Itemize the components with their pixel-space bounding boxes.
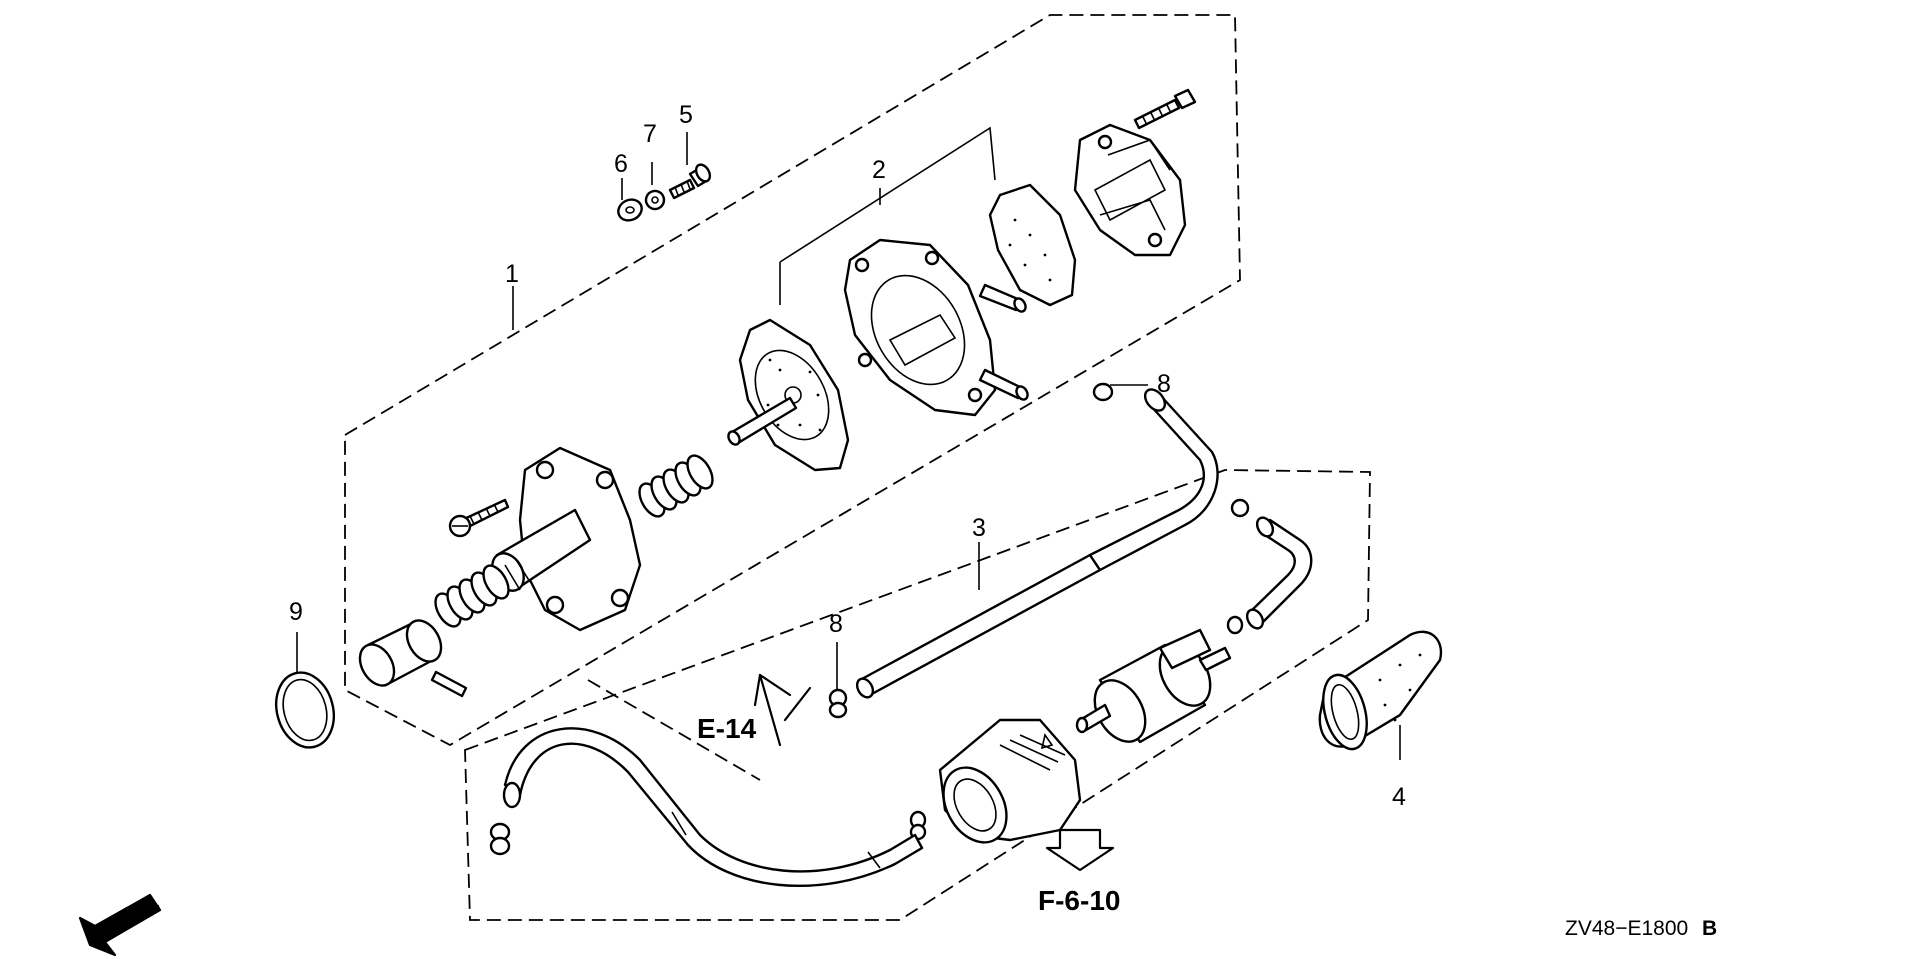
diagram-revision: B bbox=[1702, 917, 1717, 940]
pin bbox=[430, 670, 468, 698]
diaphragm-subassembly-boundary bbox=[779, 126, 996, 263]
gasket-plate bbox=[988, 183, 1077, 307]
callout-7: 7 bbox=[643, 120, 657, 148]
e14-arrow bbox=[753, 673, 812, 747]
diagram-code: ZV48−E1800 bbox=[1565, 917, 1688, 940]
callout-2: 2 bbox=[872, 156, 886, 184]
strainer-housing bbox=[938, 718, 1082, 844]
spring-lower bbox=[434, 564, 510, 628]
washer-7 bbox=[644, 189, 666, 211]
bolt-left bbox=[448, 498, 510, 538]
diaphragm bbox=[727, 318, 850, 472]
front-direction-arrow bbox=[78, 893, 162, 957]
assembly-boundaries bbox=[344, 14, 1371, 921]
plunger bbox=[358, 619, 443, 687]
fuel-hose bbox=[855, 388, 1219, 699]
leader-lines bbox=[296, 132, 1401, 760]
lower-hose bbox=[502, 727, 924, 887]
clips bbox=[489, 382, 1250, 856]
callout-5: 5 bbox=[679, 101, 693, 129]
reference-f610: F-6-10 bbox=[1038, 885, 1120, 916]
spring-upper bbox=[638, 454, 714, 518]
reference-e14: E-14 bbox=[697, 713, 757, 744]
callout-4: 4 bbox=[1392, 783, 1406, 811]
callout-3: 3 bbox=[972, 514, 986, 542]
washer-6 bbox=[617, 198, 643, 222]
pump-housing bbox=[843, 238, 1029, 417]
callout-9: 9 bbox=[289, 598, 303, 626]
e14-zone-boundary bbox=[587, 679, 761, 781]
f610-arrow bbox=[1045, 828, 1115, 872]
callout-1: 1 bbox=[505, 260, 519, 288]
callout-labels: 1 2 3 4 5 6 7 8 8 9 bbox=[289, 101, 1406, 811]
bolt-cover bbox=[1133, 88, 1197, 130]
fuel-line-boundary bbox=[464, 469, 1371, 921]
callout-8-lower: 8 bbox=[829, 610, 843, 638]
callout-6: 6 bbox=[614, 150, 628, 178]
o-ring bbox=[275, 671, 335, 749]
fuel-filter bbox=[1075, 628, 1232, 744]
filter-sleeve bbox=[1318, 630, 1443, 751]
pump-assembly-boundary bbox=[344, 14, 1241, 747]
bolt-5 bbox=[668, 163, 712, 200]
pump-cover bbox=[1073, 123, 1187, 257]
short-hose bbox=[1245, 516, 1313, 630]
pump-body-front bbox=[491, 446, 642, 632]
callout-8-upper: 8 bbox=[1157, 370, 1171, 398]
